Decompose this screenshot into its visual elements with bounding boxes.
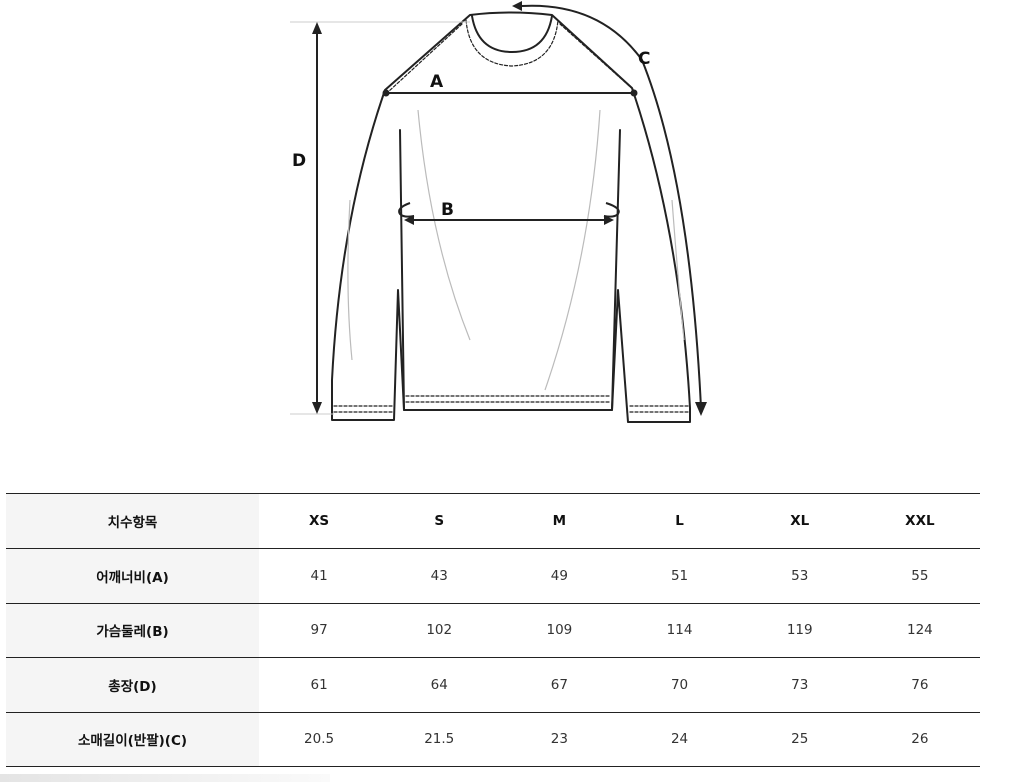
row-label-chest: 가슴둘레(B): [6, 602, 259, 658]
table-cell: 67: [499, 657, 620, 712]
table-row: 총장(D) 61 64 67 70 73 76: [6, 657, 980, 712]
measurement-arrows: [290, 1, 707, 416]
neck-rib: [471, 15, 553, 53]
table-cell: 61: [259, 657, 380, 712]
label-a: A: [430, 72, 444, 92]
label-c: C: [638, 49, 650, 69]
size-header-xxl: XXL: [859, 493, 980, 549]
size-header-s: S: [379, 493, 500, 549]
garment-measurement-diagram: A B C D: [290, 1, 707, 423]
table-cell: 51: [619, 548, 740, 603]
row-label-shoulder: 어깨너비(A): [6, 548, 259, 603]
table-cell: 109: [499, 602, 620, 658]
table-cell: 25: [739, 711, 860, 767]
size-header-m: M: [499, 493, 620, 549]
table-cell: 73: [739, 657, 860, 712]
table-row: 소매길이(반팔)(C) 20.5 21.5 23 24 25 26: [6, 711, 980, 767]
header-label-cell: 치수항목: [6, 493, 259, 549]
table-cell: 23: [499, 711, 620, 767]
table-cell: 119: [739, 602, 860, 658]
table-cell: 70: [619, 657, 740, 712]
label-b: B: [441, 200, 454, 220]
row-label-sleeve: 소매길이(반팔)(C): [6, 711, 259, 767]
table-cell: 43: [379, 548, 500, 603]
table-cell: 21.5: [379, 711, 500, 767]
shirt-outline: [331, 11, 691, 423]
wrinkle-lines: [347, 109, 685, 391]
table-cell: 102: [379, 602, 500, 658]
table-cell: 76: [859, 657, 980, 712]
table-cell: 124: [859, 602, 980, 658]
table-cell: 41: [259, 548, 380, 603]
table-cell: 114: [619, 602, 740, 658]
label-d: D: [292, 151, 306, 171]
size-header-xl: XL: [739, 493, 860, 549]
table-cell: 26: [859, 711, 980, 767]
table-cell: 97: [259, 602, 380, 658]
table-row: 가슴둘레(B) 97 102 109 114 119 124: [6, 602, 980, 658]
table-cell: 24: [619, 711, 740, 767]
size-header-l: L: [619, 493, 740, 549]
sweatshirt-flat-sketch: A B C D: [290, 1, 707, 423]
table-row: 어깨너비(A) 41 43 49 51 53 55: [6, 548, 980, 603]
size-header-xs: XS: [259, 493, 380, 549]
table-cell: 49: [499, 548, 620, 603]
table-cell: 64: [379, 657, 500, 712]
table-cell: 55: [859, 548, 980, 603]
table-header-row: 치수항목 XS S M L XL XXL: [6, 493, 980, 549]
size-chart-table: 치수항목 XS S M L XL XXL 어깨너비(A) 41 43 49 51…: [6, 493, 980, 767]
table-cell: 53: [739, 548, 860, 603]
row-label-length: 총장(D): [6, 657, 259, 712]
bottom-scroll-shadow: [0, 774, 330, 782]
table-cell: 20.5: [259, 711, 380, 767]
